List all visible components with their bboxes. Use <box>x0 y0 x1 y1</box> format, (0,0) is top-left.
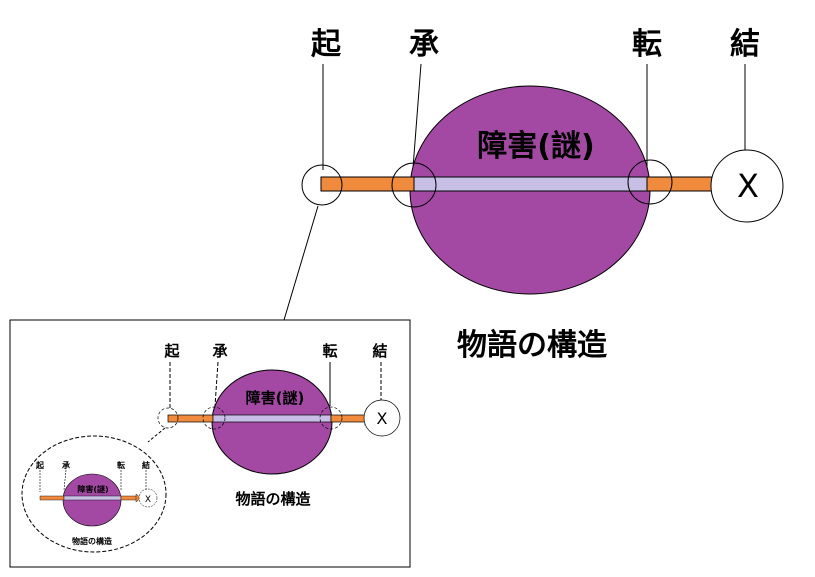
inset-frame <box>9 319 411 568</box>
story-arrow-head <box>135 493 142 503</box>
sho-label: 承 <box>409 27 439 62</box>
sho-circle <box>391 162 437 208</box>
story-arrow-shaft-left <box>167 414 214 423</box>
ketsu-label: 結 <box>372 342 387 360</box>
caption: 物語の構造 <box>457 328 607 363</box>
story-arrow-shaft-inside <box>63 495 122 501</box>
ki-circle <box>301 164 343 206</box>
sho-label: 承 <box>212 342 227 360</box>
story-arrow-shaft-right <box>330 414 367 423</box>
ki-circle <box>157 407 179 429</box>
medium-diagram: 起 承 転 結 障害(謎) X 物語の構造 <box>157 342 401 508</box>
obstacle-label: 障害(謎) <box>246 389 305 407</box>
story-arrow-shaft-inside <box>212 414 332 423</box>
ki-label: 起 <box>163 342 180 360</box>
ten-label: 転 <box>322 342 337 360</box>
story-arrow-shaft-inside <box>413 176 648 192</box>
ketsu-circle <box>363 399 401 437</box>
ketsu-circle <box>710 149 784 223</box>
end-mark: X <box>377 409 388 428</box>
obstacle-label: 障害(謎) <box>77 484 108 494</box>
ketsu-label: 結 <box>730 27 760 62</box>
sho-pointer <box>214 361 219 407</box>
ten-circle <box>627 159 673 205</box>
ki-label: 起 <box>35 460 45 470</box>
ten-label: 転 <box>632 27 662 62</box>
zoom-connector-line <box>283 205 319 321</box>
ten-circle <box>319 406 343 430</box>
sho-circle <box>202 406 226 430</box>
small-diagram-oval <box>21 435 167 553</box>
caption: 物語の構造 <box>72 536 112 546</box>
inset-zoom-connector <box>147 427 166 443</box>
end-mark: X <box>145 495 151 505</box>
ten-label: 転 <box>117 460 125 470</box>
ketsu-label: 結 <box>142 460 150 470</box>
ketsu-circle <box>138 488 158 508</box>
story-arrow-shaft-right <box>646 176 718 192</box>
story-arrow-shaft-right <box>120 495 138 501</box>
small-diagram: 起 承 転 結 障害(謎) X 物語の構造 <box>35 460 158 546</box>
end-mark: X <box>737 167 759 205</box>
sho-label: 承 <box>62 461 70 470</box>
story-arrow-shaft-left <box>39 495 65 501</box>
sho-pointer <box>63 469 67 491</box>
story-arrow-shaft-left <box>320 176 415 192</box>
obstacle-label: 障害(謎) <box>477 129 594 164</box>
sho-pointer <box>412 63 422 169</box>
ki-label: 起 <box>311 27 342 62</box>
main-diagram: 起 承 転 結 障害(謎) X 物語の構造 <box>301 27 784 363</box>
caption: 物語の構造 <box>235 490 310 508</box>
